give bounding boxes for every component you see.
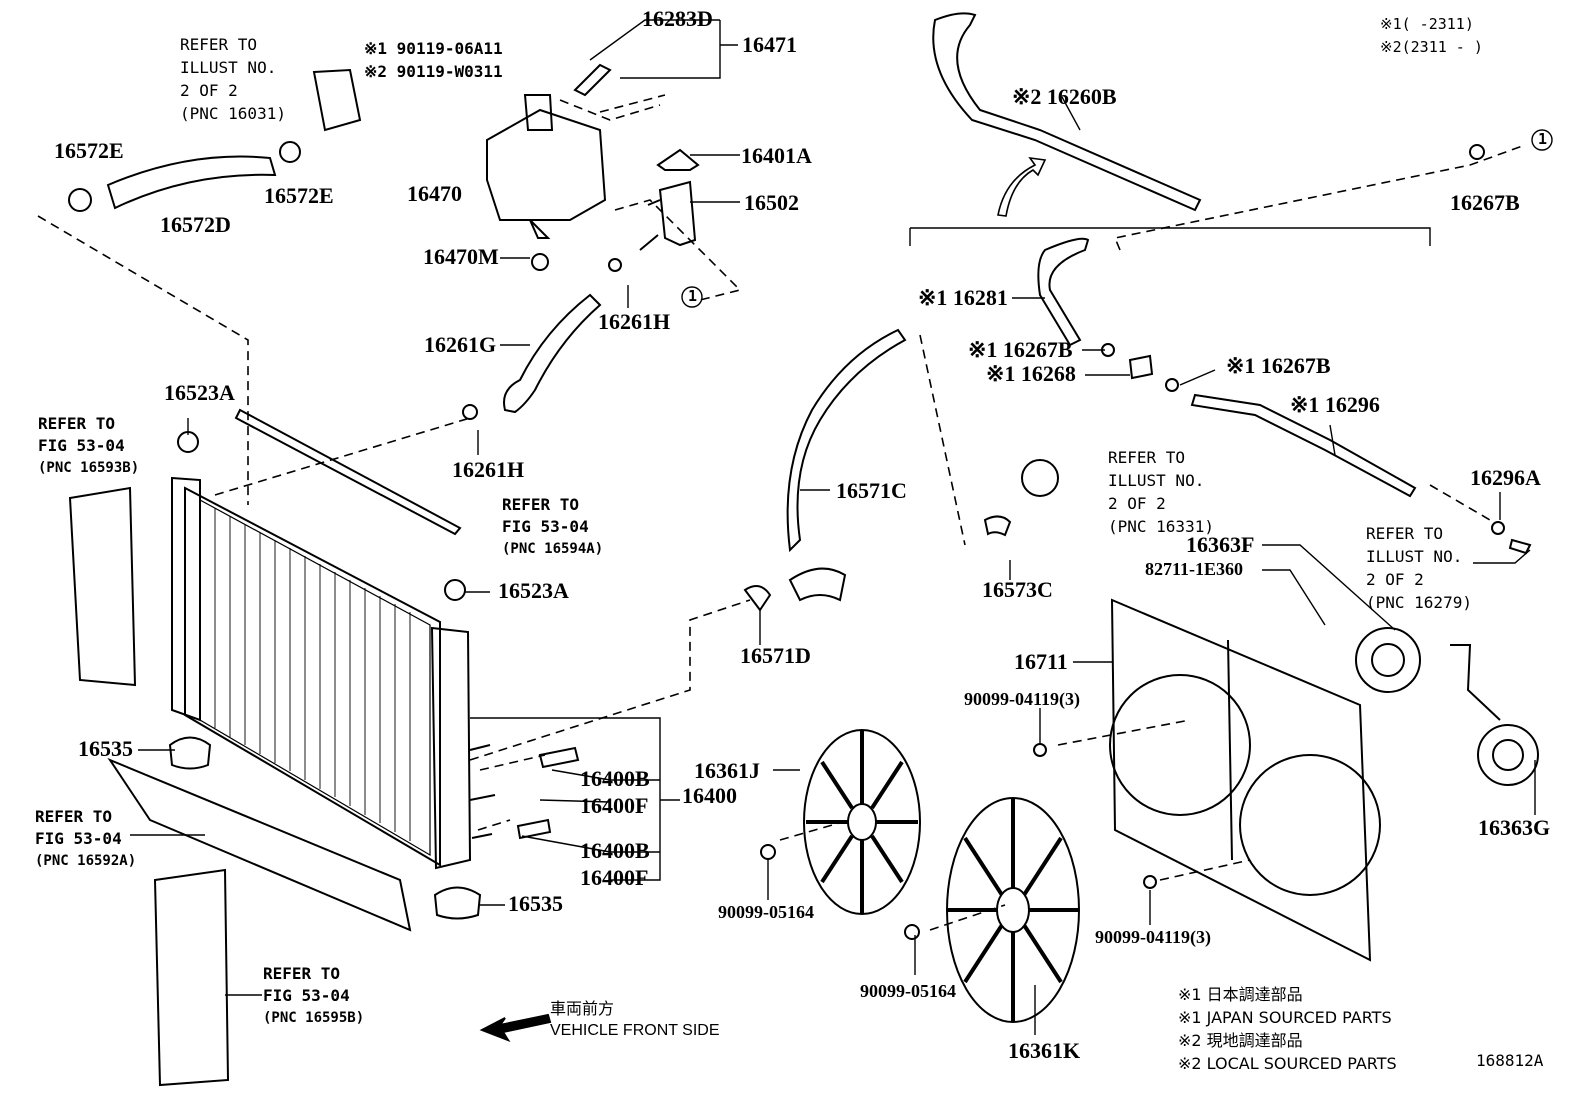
part-label: 16261H	[452, 457, 525, 482]
part-label: ※1 16268	[986, 361, 1076, 386]
legend-line-1: ※1( -2311)	[1380, 15, 1474, 33]
part-label: 16400	[682, 783, 737, 808]
part-label: 16283D	[642, 6, 713, 31]
figure-id: 168812A	[1476, 1051, 1544, 1070]
part-label: ※1 16267B	[1226, 353, 1331, 378]
vehicle-front-label: 車両前方 VEHICLE FRONT SIDE	[550, 999, 720, 1039]
part-label: 16261H	[598, 309, 671, 334]
part-label: 16571D	[740, 643, 811, 668]
part-label: 16502	[744, 190, 799, 215]
part-label: 16363F	[1186, 532, 1255, 557]
ref-circle-label: 1	[1538, 130, 1548, 148]
vehicle-front-arrow	[479, 1013, 552, 1043]
part-label: 90099-04119(3)	[964, 689, 1080, 709]
side-seals	[68, 486, 412, 1087]
fan-motors	[1355, 627, 1539, 786]
part-label: 16400F	[580, 865, 649, 890]
part-label: 16363G	[1478, 815, 1551, 840]
part-label: 16523A	[498, 578, 569, 603]
part-label: 16535	[508, 891, 563, 916]
part-label: 16470M	[423, 244, 499, 269]
fan-shroud	[1109, 598, 1381, 962]
sourcing-legend: ※1 日本調達部品 ※1 JAPAN SOURCED PARTS ※2 現地調達…	[1178, 985, 1397, 1073]
part-label: 16400F	[580, 793, 649, 818]
fittings	[68, 141, 1532, 920]
part-label: 90099-05164	[860, 981, 956, 1001]
part-label: 16361J	[694, 758, 760, 783]
reservoir-tank	[312, 68, 607, 239]
part-label: 16711	[1014, 649, 1068, 674]
part-label: 16571C	[836, 478, 907, 503]
part-label: 82711-1E360	[1145, 559, 1244, 579]
part-label: 16400B	[580, 838, 650, 863]
part-label: 16400B	[580, 766, 650, 791]
part-label: ※1 16296	[1290, 392, 1380, 417]
part-label: ※1 16267B	[968, 337, 1073, 362]
part-label: 16523A	[164, 380, 235, 405]
part-label: ※2 16260B	[1012, 84, 1117, 109]
dashed-leaders	[37, 94, 1526, 931]
solid-leaders	[130, 19, 1536, 1035]
part-label: 16572E	[264, 183, 334, 208]
part-label: 16573C	[982, 577, 1053, 602]
part-label: 16267B	[1450, 190, 1520, 215]
part-label: 16261G	[424, 332, 497, 357]
hoses	[106, 12, 1417, 602]
ref-circle	[1531, 129, 1553, 151]
part-label: ※1 90119-06A11	[364, 39, 503, 58]
part-label: 16401A	[741, 143, 812, 168]
part-label: ※1 16281	[918, 285, 1008, 310]
fans	[760, 729, 1157, 1023]
part-label: 16572D	[160, 212, 231, 237]
ref-circle	[681, 286, 703, 308]
radiator	[171, 408, 496, 870]
part-label: 16572E	[54, 138, 124, 163]
part-label: 90099-04119(3)	[1095, 927, 1211, 947]
part-label: 16535	[78, 736, 133, 761]
part-label: ※2 90119-W0311	[364, 62, 503, 81]
ref-circle-label: 1	[688, 287, 698, 305]
part-label: 16361K	[1008, 1038, 1081, 1063]
legend-line-2: ※2(2311 - )	[1380, 38, 1483, 56]
part-label: 16296A	[1470, 465, 1541, 490]
flow-arrow	[997, 156, 1047, 217]
part-label: 16470	[407, 181, 462, 206]
part-label: 16471	[742, 32, 797, 57]
part-label: 90099-05164	[718, 902, 814, 922]
